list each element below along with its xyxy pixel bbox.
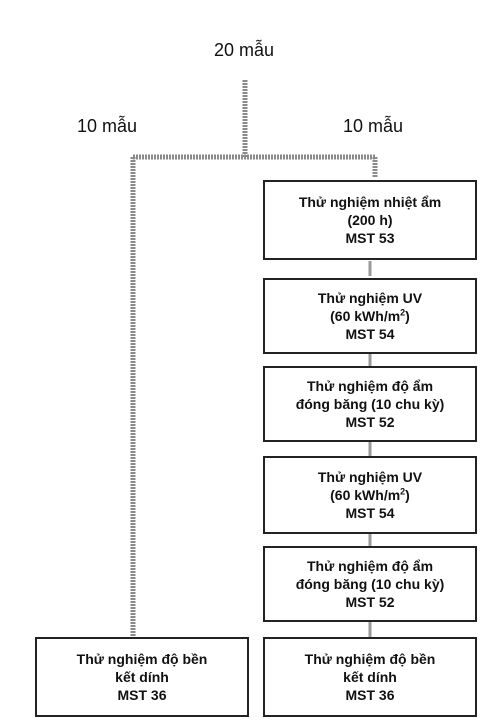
- step-line: Thử nghiệm độ ẩm: [306, 378, 434, 394]
- step-line-unit: (60 kWh/m2): [330, 486, 410, 504]
- step-line: kết dính: [343, 669, 397, 685]
- step-humidity-freeze-test-1: Thử nghiệm độ ẩm đóng băng (10 chu kỳ) M…: [263, 366, 477, 442]
- step-line: (200 h): [347, 212, 393, 228]
- step-line: Thử nghiệm độ ẩm: [306, 558, 434, 574]
- top-sample-count: 20 mẫu: [214, 40, 275, 60]
- step-uv-test-1: Thử nghiệm UV (60 kWh/m2) MST 54: [263, 278, 477, 354]
- unit-text: (60 kWh/m: [330, 487, 401, 503]
- step-line-unit: (60 kWh/m2): [330, 307, 410, 325]
- step-line: MST 36: [117, 687, 167, 703]
- unit-close: ): [405, 487, 410, 503]
- step-humidity-freeze-test-2: Thử nghiệm độ ẩm đóng băng (10 chu kỳ) M…: [263, 546, 477, 622]
- step-line: kết dính: [115, 669, 169, 685]
- step-line: MST 36: [345, 687, 395, 703]
- step-line: MST 54: [345, 505, 395, 521]
- step-adhesion-test-right: Thử nghiệm độ bền kết dính MST 36: [263, 637, 477, 717]
- right-branch-sample-count: 10 mẫu: [343, 116, 404, 136]
- step-line: Thử nghiệm độ bền: [76, 651, 208, 667]
- unit-superscript: 2: [400, 486, 406, 497]
- step-line: MST 52: [345, 594, 395, 610]
- step-uv-test-2: Thử nghiệm UV (60 kWh/m2) MST 54: [263, 456, 477, 534]
- step-line: Thử nghiệm UV: [317, 290, 423, 306]
- left-branch-sample-count: 10 mẫu: [77, 116, 138, 136]
- step-line: MST 54: [345, 326, 395, 342]
- step-line: Thử nghiệm độ bền: [304, 651, 436, 667]
- step-line: đóng băng (10 chu kỳ): [295, 576, 445, 592]
- unit-close: ): [405, 308, 410, 324]
- step-damp-heat-test: Thử nghiệm nhiệt ẩm (200 h) MST 53: [263, 180, 477, 260]
- unit-text: (60 kWh/m: [330, 308, 401, 324]
- unit-superscript: 2: [400, 307, 406, 318]
- step-line: Thử nghiệm nhiệt ẩm: [298, 194, 442, 210]
- step-line: đóng băng (10 chu kỳ): [295, 396, 445, 412]
- step-adhesion-test-left: Thử nghiệm độ bền kết dính MST 36: [35, 637, 249, 717]
- step-line: Thử nghiệm UV: [317, 469, 423, 485]
- step-line: MST 53: [345, 230, 395, 246]
- step-line: MST 52: [345, 414, 395, 430]
